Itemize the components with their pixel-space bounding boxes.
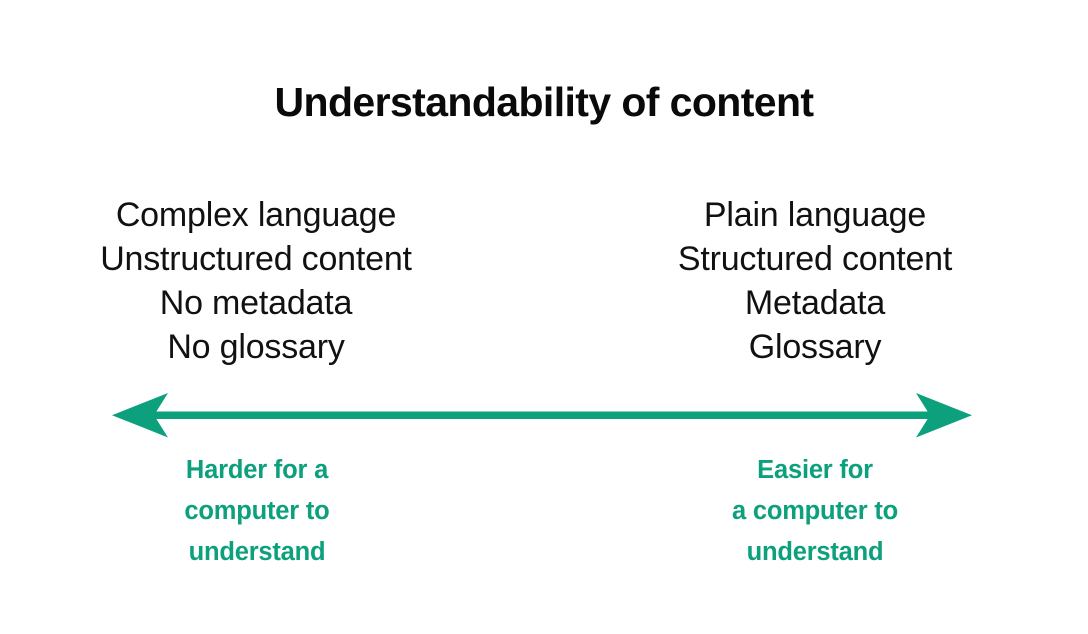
page-title: Understandability of content <box>274 79 814 125</box>
right-caption: Easier for a computer to understand <box>685 450 945 573</box>
right-attribute-list: Plain language Structured content Metada… <box>615 193 1015 369</box>
right-attribute-item: Structured content <box>677 240 953 278</box>
left-attribute-item: Complex language <box>115 196 397 234</box>
right-attribute-item: Glossary <box>748 328 882 366</box>
left-attribute-item: Unstructured content <box>100 240 412 278</box>
left-attribute-item: No glossary <box>167 328 345 366</box>
left-caption-line: understand <box>188 538 326 566</box>
right-caption-line: Easier for <box>757 456 873 484</box>
right-attribute-item: Plain language <box>703 196 927 234</box>
right-attribute-item: Metadata <box>744 284 886 322</box>
left-attribute-list: Complex language Unstructured content No… <box>56 193 456 369</box>
double-arrow-icon <box>112 393 972 438</box>
left-caption-line: Harder for a <box>185 456 329 484</box>
spectrum-arrow <box>104 392 980 440</box>
right-caption-line: understand <box>746 538 884 566</box>
left-caption-line: computer to <box>184 497 330 525</box>
left-attribute-item: No metadata <box>159 284 353 322</box>
left-caption: Harder for a computer to understand <box>127 450 387 573</box>
right-caption-line: a computer to <box>731 497 898 525</box>
